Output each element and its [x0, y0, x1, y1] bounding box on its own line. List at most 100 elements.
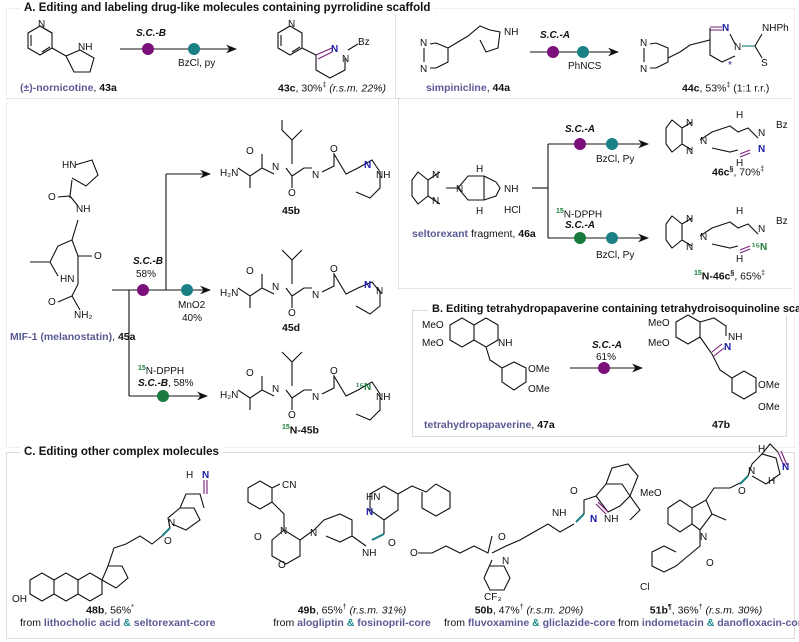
structure-49b: CN O O N N O NH HN N — [247, 480, 451, 571]
svg-text:O: O — [254, 532, 262, 543]
compound-label-45a: MIF-1 (melanostatin), 45a — [10, 331, 136, 343]
svg-text:H: H — [736, 254, 743, 265]
structure-15N-46c: N N N H H N ¹⁵N Bz — [665, 206, 788, 265]
svg-text:NH: NH — [504, 184, 518, 195]
svg-text:N: N — [758, 144, 765, 155]
section-a-divider-v — [395, 10, 396, 98]
svg-text:N: N — [310, 528, 317, 539]
compound-label-44c: 44c, 53%‡ (1:1 r.r.) — [682, 82, 770, 95]
step-dot-teal — [188, 43, 200, 55]
svg-text:H: H — [768, 476, 775, 487]
svg-text:N: N — [376, 286, 383, 297]
svg-text:NH: NH — [552, 508, 566, 519]
step-dot-teal — [606, 138, 618, 150]
svg-text:O: O — [48, 192, 56, 203]
svg-text:MeO: MeO — [648, 318, 670, 329]
yield-45d: 40% — [182, 313, 203, 324]
compound-label-15n-46c: 15N-46c§, 65%‡ — [694, 270, 766, 283]
reagent-sc-a-46-bot: S.C.-A — [565, 220, 595, 231]
svg-text:NH: NH — [728, 332, 742, 343]
svg-text:S: S — [761, 58, 768, 69]
reagent-sc-a-47: S.C.-A — [592, 340, 622, 351]
svg-text:N: N — [722, 23, 729, 34]
svg-text:N: N — [168, 518, 175, 529]
yield-47b: 61% — [596, 352, 617, 363]
compound-label-50b: 50b, 47%† (r.s.m. 20%) from fluvoxamine … — [444, 604, 616, 629]
svg-text:N: N — [364, 280, 371, 291]
structure-44c: N N NHPh S N N * — [640, 23, 789, 75]
svg-text:N: N — [782, 462, 789, 473]
svg-text:N: N — [432, 170, 439, 181]
svg-text:H: H — [186, 470, 193, 481]
svg-text:Bz: Bz — [776, 216, 788, 227]
step-dot-teal — [181, 284, 193, 296]
structure-45b: H₂N O N O N O N NH — [220, 120, 390, 199]
svg-text:N: N — [312, 170, 319, 181]
svg-text:N: N — [700, 232, 707, 243]
step-dot-teal — [606, 232, 618, 244]
reagent-bzcl-46-bot: BzCl, Py — [596, 250, 635, 261]
svg-text:N: N — [420, 38, 427, 49]
svg-text:H₂N: H₂N — [220, 390, 238, 401]
svg-text:N: N — [700, 532, 707, 543]
svg-text:Bz: Bz — [358, 37, 370, 48]
svg-text:OMe: OMe — [758, 402, 780, 413]
structure-45a: HN O NH O HN O NH₂ — [30, 159, 102, 321]
svg-text:H: H — [736, 110, 743, 121]
svg-text:O: O — [246, 368, 254, 379]
svg-text:CF₃: CF₃ — [484, 592, 501, 603]
svg-text:H: H — [476, 206, 483, 217]
svg-text:O: O — [48, 297, 56, 308]
svg-text:N: N — [748, 466, 755, 477]
compound-label-43c: 43c, 30%‡ (r.s.m. 22%) — [278, 82, 386, 95]
arrows-46 — [532, 139, 650, 243]
section-c-frame — [6, 452, 795, 639]
svg-text:*: * — [728, 60, 732, 71]
compound-label-47a: tetrahydropapaverine, 47a — [424, 419, 555, 431]
svg-text:N: N — [724, 342, 731, 353]
svg-text:O: O — [94, 251, 102, 262]
svg-text:H: H — [476, 164, 483, 175]
svg-text:H₂N: H₂N — [220, 168, 238, 179]
compound-label-47b: 47b — [712, 419, 731, 431]
svg-text:O: O — [330, 144, 338, 155]
svg-text:O: O — [288, 188, 296, 199]
svg-text:N: N — [686, 146, 693, 157]
svg-text:OH: OH — [12, 594, 27, 605]
structure-43c: N N Bz N — [277, 19, 370, 79]
svg-text:NH: NH — [362, 548, 376, 559]
svg-text:N: N — [202, 470, 209, 481]
svg-text:O: O — [288, 308, 296, 319]
step-dot-purple — [598, 362, 610, 374]
svg-text:NH: NH — [604, 514, 618, 525]
svg-text:O: O — [570, 486, 578, 497]
structure-46c: N N N H H N N Bz — [665, 110, 788, 169]
svg-text:O: O — [278, 560, 286, 571]
svg-text:N: N — [700, 136, 707, 147]
compound-label-46c: 46c§, 70%‡ — [712, 166, 765, 179]
svg-text:Bz: Bz — [776, 120, 788, 131]
svg-text:O: O — [246, 146, 254, 157]
svg-text:N: N — [432, 196, 439, 207]
svg-text:N: N — [758, 128, 765, 139]
yield-45-step1: 58% — [136, 269, 157, 280]
svg-text:NH: NH — [376, 392, 390, 403]
svg-text:N: N — [686, 118, 693, 129]
section-a-divider-h2 — [398, 288, 792, 289]
compound-label-15n-45b: 15N-45b — [282, 424, 319, 437]
structure-43a: N NH — [27, 19, 95, 73]
svg-text:N: N — [312, 290, 319, 301]
svg-text:N: N — [456, 184, 463, 195]
svg-text:H: H — [758, 444, 765, 455]
svg-text:O: O — [498, 532, 506, 543]
section-a-title: A. Editing and labeling drug-like molecu… — [20, 2, 435, 14]
step-dot-green — [574, 232, 586, 244]
svg-text:OMe: OMe — [528, 384, 550, 395]
reagent-15n-dpph-46: 15N-DPPH — [556, 208, 603, 221]
svg-text:O: O — [410, 548, 418, 559]
svg-text:N: N — [312, 392, 319, 403]
svg-text:N: N — [272, 384, 279, 395]
svg-text:HN: HN — [62, 160, 76, 171]
compound-label-45d: 45d — [282, 322, 301, 334]
structure-46a: N N N H H NH — [411, 164, 518, 217]
